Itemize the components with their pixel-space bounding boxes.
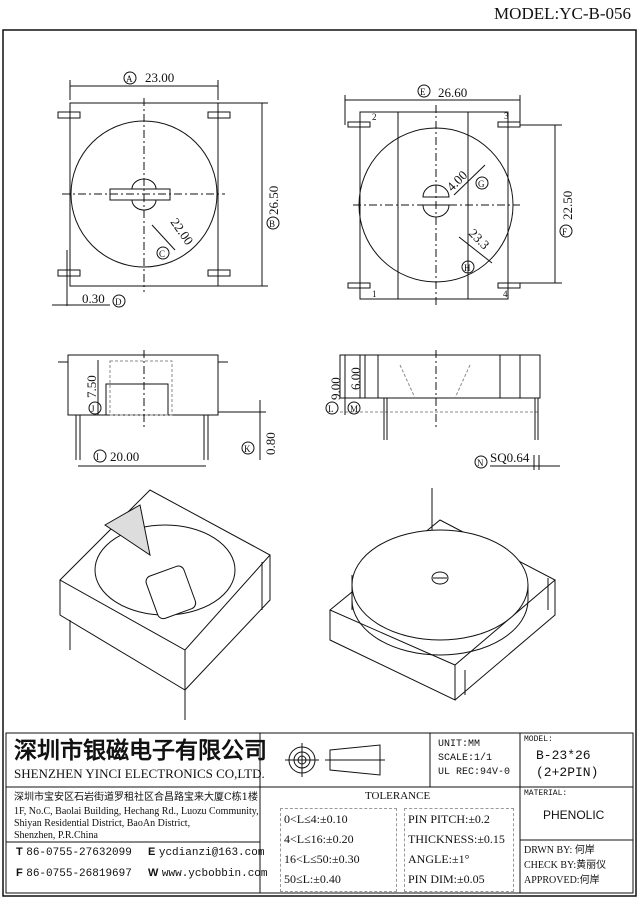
dim-a-value: 23.00 (145, 70, 174, 85)
tolerance-item: PIN DIM:±0.05 (408, 872, 485, 886)
pin-number-1: 1 (372, 289, 377, 299)
tolerance-item: 4<L≤16:±0.20 (284, 832, 354, 846)
contact-email: E ycdianzi@163.com (148, 845, 264, 860)
top-view-right: 2 3 1 4 26.60 E 22.50 F 4.00 G 23.3 H (344, 84, 575, 305)
address-en-line3: Shenzhen, P.R.China (14, 830, 98, 841)
pin-number-3: 3 (504, 111, 509, 121)
phone-key: T (16, 846, 23, 858)
dim-a-tag: A (126, 74, 133, 84)
pin-number-2: 2 (372, 112, 377, 122)
model-label: MODEL: (524, 735, 553, 744)
dim-j-tag: J (91, 404, 95, 414)
company-name-en: SHENZHEN YINCI ELECTRONICS CO,LTD. (14, 766, 265, 781)
tolerance-item: 0<L≤4:±0.10 (284, 812, 348, 826)
pin-number-4: 4 (503, 289, 508, 299)
dim-m-tag: M (350, 404, 358, 414)
tolerance-item: THICKNESS:±0.15 (408, 832, 505, 846)
dim-i-value: 20.00 (110, 449, 139, 464)
model-header: MODEL:YC-B-056 (494, 4, 631, 23)
unit-info: UNIT:MM SCALE:1/1 UL REC:94V-0 (438, 738, 510, 780)
dim-k-value: 0.80 (263, 432, 278, 455)
side-view-right: 9.00 6.00 L M SQ0.64 N (325, 350, 560, 470)
approved-by: APPROVED:何岸 (524, 875, 600, 886)
dim-g-value: 4.00 (444, 167, 471, 194)
company-name-cn: 深圳市银磁电子有限公司 (14, 737, 267, 764)
ul-rec: UL REC:94V-0 (438, 767, 511, 778)
dim-b-tag: B (269, 219, 275, 229)
contact-phone: T 86-0755-27632099 (16, 845, 132, 860)
tolerance-item: ANGLE:±1° (408, 852, 470, 866)
dim-l-value: 9.00 (328, 377, 343, 400)
isometric-view-right (329, 488, 556, 701)
dim-l-tag: L (328, 404, 334, 414)
model-pins: (2+2PIN) (536, 765, 599, 780)
material-label: MATERIAL: (524, 789, 568, 798)
dim-n-value: SQ0.64 (490, 450, 530, 465)
unit: UNIT:MM (438, 739, 481, 750)
dim-c-value: 22.00 (168, 215, 197, 248)
top-view-left: 23.00 A 26.50 B 22.00 C 0.30 D (52, 70, 281, 308)
email-value: ycdianzi@163.com (158, 847, 265, 859)
dim-d-tag: D (115, 297, 122, 307)
scale: SCALE:1/1 (438, 753, 493, 764)
contact-fax: F 86-0755-26819697 (16, 866, 132, 881)
isometric-view-left (59, 489, 271, 720)
dim-n-tag: N (477, 458, 484, 468)
dim-d-value: 0.30 (82, 291, 105, 306)
dim-f-tag: F (562, 227, 567, 237)
tolerance-title: TOLERANCE (365, 790, 431, 802)
sheet-border (2, 29, 637, 897)
address-en-line2: Shiyan Residential District, BaoAn Distr… (14, 818, 191, 829)
tolerance-item: 16<L≤50:±0.30 (284, 852, 360, 866)
dim-h-value: 23.3 (466, 226, 493, 253)
dim-m-value: 6.00 (348, 367, 363, 390)
dim-f-value: 22.50 (560, 191, 575, 220)
drawn-by: DRWN BY: 何岸 (524, 845, 595, 856)
approval-info: DRWN BY: 何岸 CHECK BY:黄丽仪 APPROVED:何岸 (524, 843, 606, 888)
fax-value: 86-0755-26819697 (26, 868, 132, 880)
fax-key: F (16, 867, 23, 879)
address-en-line1: 1F, No.C, Baolai Building, Hechang Rd., … (14, 806, 259, 817)
address-cn: 深圳市宝安区石岩街道罗租社区合昌路宝来大厦C栋1楼 (14, 792, 259, 803)
web-value: www.ycbobbin.com (161, 868, 268, 880)
dim-e-value: 26.60 (438, 85, 467, 100)
tolerance-length-list: 0<L≤4:±0.10 4<L≤16:±0.20 16<L≤50:±0.30 5… (280, 808, 397, 892)
side-view-left: 7.50 J 20.00 I 0.80 K (58, 350, 278, 467)
material-value: PHENOLIC (543, 808, 605, 822)
web-key: W (148, 867, 159, 879)
dim-b-value: 26.50 (266, 186, 281, 215)
phone-value: 86-0755-27632099 (26, 847, 132, 859)
model-value: B-23*26 (536, 748, 591, 763)
check-by: CHECK BY:黄丽仪 (524, 860, 607, 871)
dim-c-tag: C (159, 249, 165, 259)
dim-g-tag: G (478, 179, 485, 189)
dim-h-tag: H (464, 263, 471, 273)
dim-j-value: 7.50 (84, 375, 99, 398)
email-key: E (148, 846, 156, 858)
tolerance-item: PIN PITCH:±0.2 (408, 812, 490, 826)
dim-e-tag: E (420, 87, 426, 97)
contact-web: W www.ycbobbin.com (148, 866, 268, 881)
title-block-grid (5, 732, 634, 894)
tolerance-other-list: PIN PITCH:±0.2 THICKNESS:±0.15 ANGLE:±1°… (404, 808, 514, 892)
tolerance-item: 50≤L:±0.40 (284, 872, 341, 886)
dim-k-tag: K (244, 444, 251, 454)
dim-i-tag: I (96, 452, 99, 462)
